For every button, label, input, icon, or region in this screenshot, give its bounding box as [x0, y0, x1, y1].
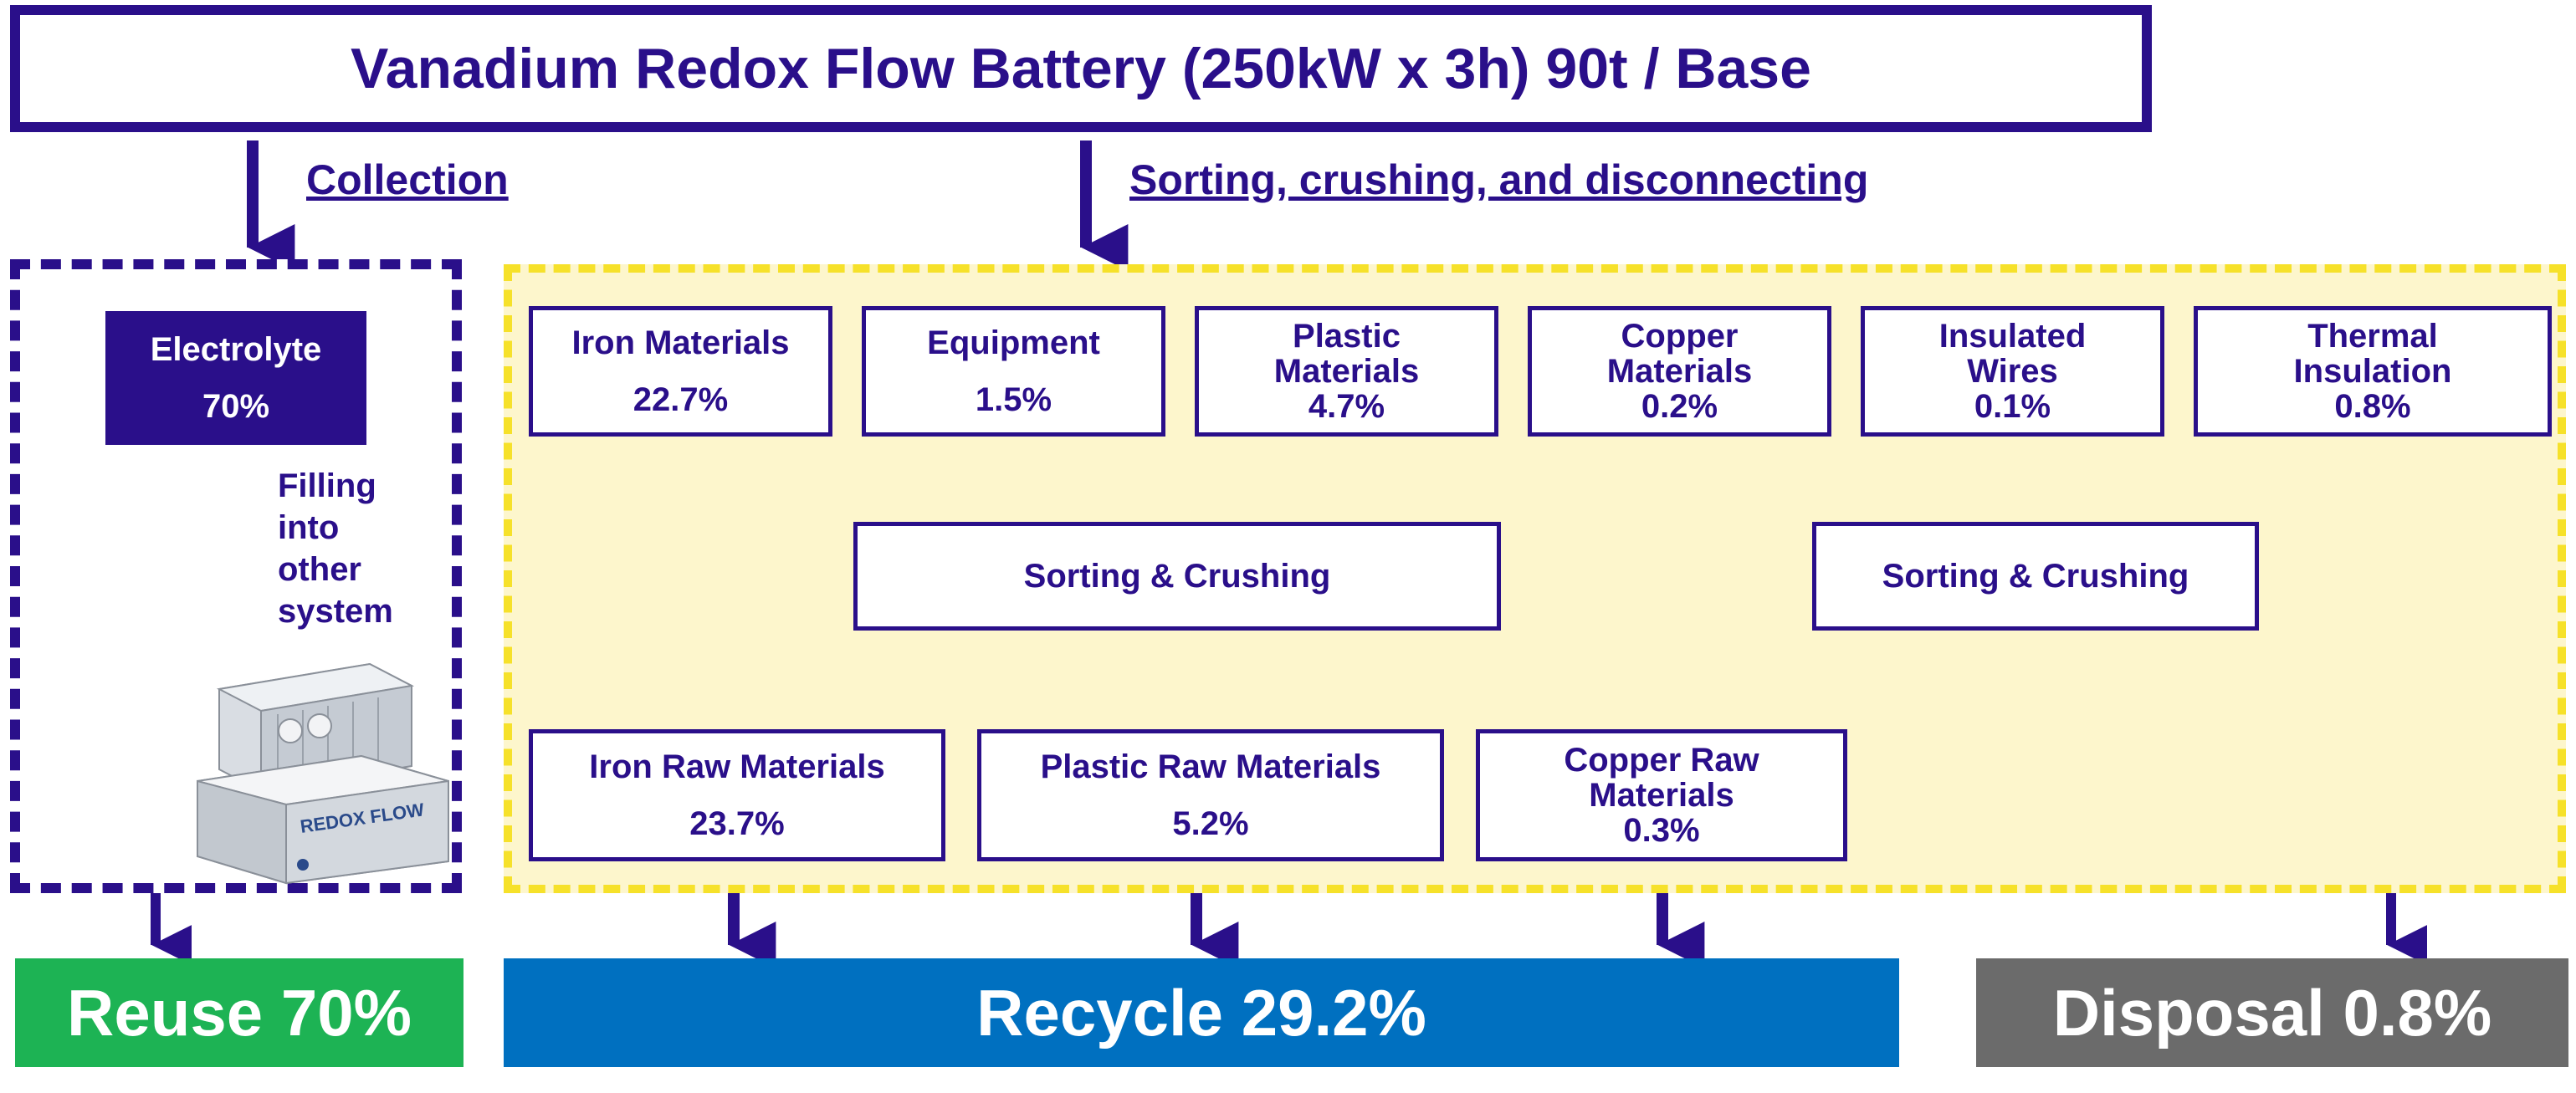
process-name: Sorting & Crushing	[1882, 558, 2189, 595]
raw-material-copper: Copper Raw Materials 0.3%	[1476, 729, 1847, 861]
filling-line: other	[278, 551, 361, 588]
outcome-disposal: Disposal 0.8%	[1976, 958, 2568, 1067]
electrolyte-pct: 70%	[202, 388, 270, 425]
raw-material-name: Iron Raw Materials	[589, 748, 885, 785]
material-equipment: Equipment 1.5%	[862, 306, 1165, 437]
material-name: Equipment	[927, 324, 1100, 361]
material-pct: 22.7%	[632, 381, 729, 418]
process-name: Sorting & Crushing	[1023, 558, 1331, 595]
material-thermal-insulation: Thermal Insulation 0.8%	[2194, 306, 2552, 437]
material-pct: 0.2%	[1641, 388, 1718, 425]
page-title: Vanadium Redox Flow Battery (250kW x 3h)…	[10, 5, 2152, 132]
collection-label: Collection	[306, 156, 509, 203]
outcome-reuse: Reuse 70%	[15, 958, 463, 1067]
material-copper: Copper Materials 0.2%	[1528, 306, 1831, 437]
raw-material-name: Copper Raw Materials	[1564, 742, 1759, 814]
raw-material-pct: 5.2%	[1172, 805, 1249, 842]
electrolyte-name: Electrolyte	[150, 331, 322, 368]
outcome-recycle: Recycle 29.2%	[504, 958, 1899, 1067]
material-plastic: Plastic Materials 4.7%	[1195, 306, 1498, 437]
filling-note: Filling into other system	[278, 465, 445, 632]
raw-material-pct: 23.7%	[689, 805, 785, 842]
filling-line: system	[278, 593, 393, 630]
material-pct: 0.1%	[1974, 388, 2051, 425]
material-pct: 0.8%	[2334, 388, 2411, 425]
redox-flow-container-illustration: REDOX FLOW	[197, 662, 449, 885]
raw-material-name: Plastic Raw Materials	[1040, 748, 1381, 785]
material-name: Thermal Insulation	[2293, 318, 2452, 390]
material-name: Iron Materials	[571, 324, 790, 361]
material-name: Insulated Wires	[1938, 318, 2087, 390]
material-insulated-wires: Insulated Wires 0.1%	[1861, 306, 2164, 437]
raw-material-pct: 0.3%	[1623, 812, 1700, 849]
material-pct: 1.5%	[975, 381, 1052, 418]
raw-material-plastic: Plastic Raw Materials 5.2%	[977, 729, 1444, 861]
process-sorting-crushing-1: Sorting & Crushing	[853, 522, 1501, 631]
material-name: Plastic Materials	[1273, 318, 1420, 390]
filling-line: Filling	[278, 467, 376, 504]
electrolyte-box: Electrolyte 70%	[105, 311, 366, 445]
raw-material-iron: Iron Raw Materials 23.7%	[529, 729, 945, 861]
process-sorting-crushing-2: Sorting & Crushing	[1812, 522, 2259, 631]
filling-line: into	[278, 509, 340, 546]
material-pct: 4.7%	[1308, 388, 1385, 425]
material-iron: Iron Materials 22.7%	[529, 306, 832, 437]
sorting-label: Sorting, crushing, and disconnecting	[1129, 156, 1869, 203]
material-name: Copper Materials	[1606, 318, 1753, 390]
